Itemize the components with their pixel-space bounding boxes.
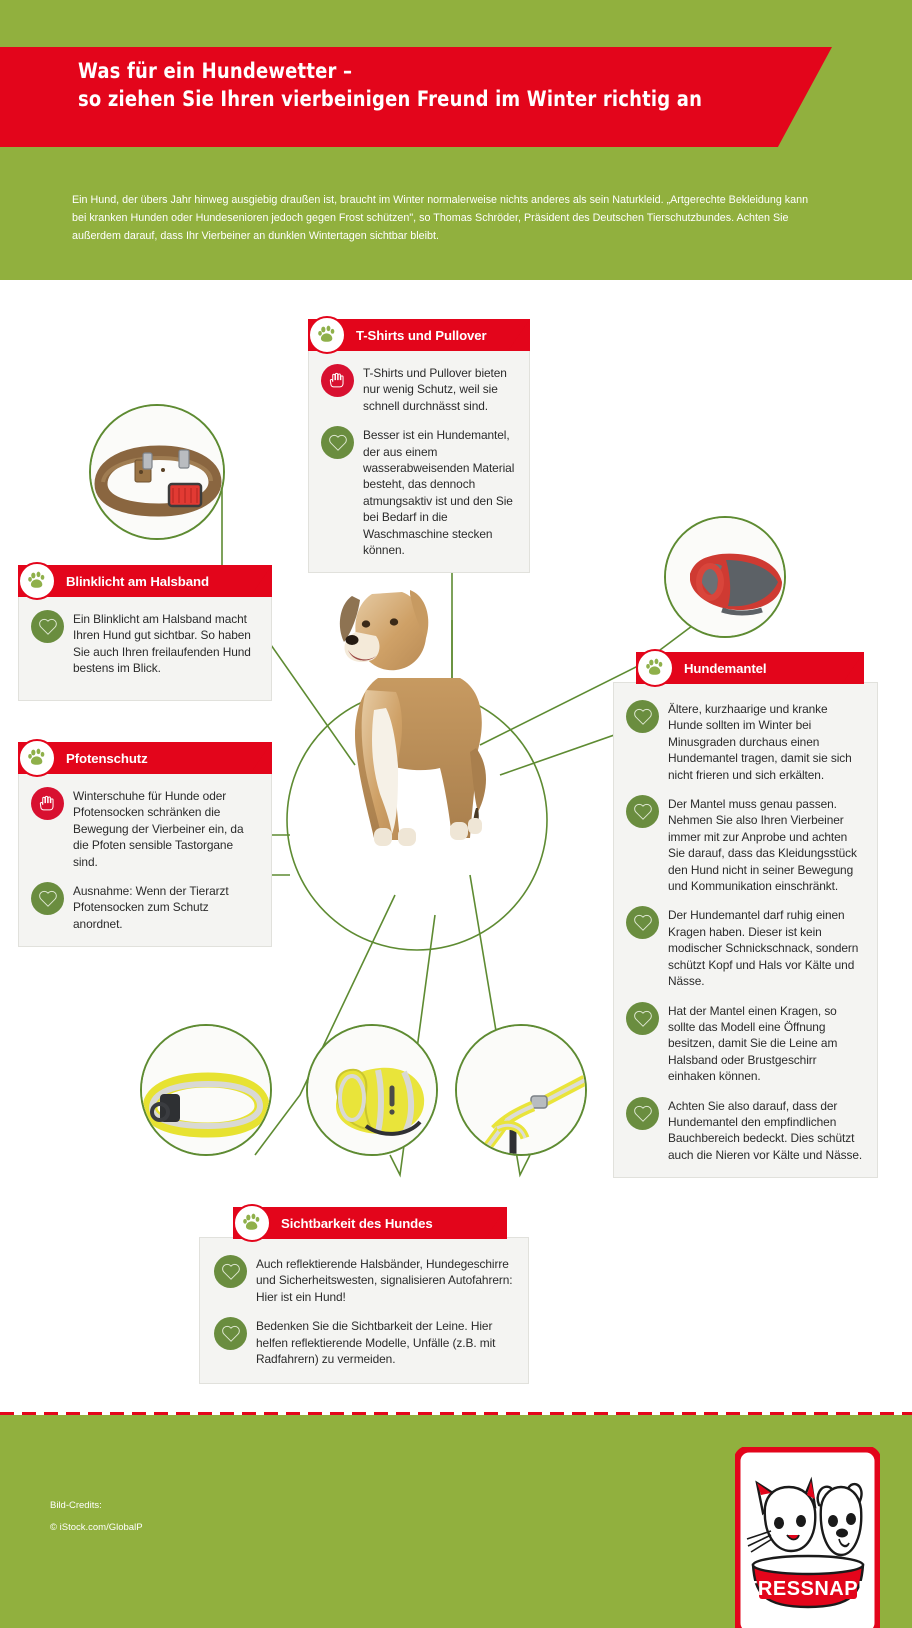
card-blinklicht-title: Blinklicht am Halsband <box>66 573 209 589</box>
bullet-item: Der Hundemantel darf ruhig einen Kragen … <box>626 906 865 989</box>
bullet-text: Winterschuhe für Hunde oder Pfotensocken… <box>73 789 244 869</box>
heart-icon <box>626 1096 659 1130</box>
bullet-item: Winterschuhe für Hunde oder Pfotensocken… <box>31 787 259 870</box>
heart-icon <box>626 700 659 733</box>
heart-icon <box>214 1317 247 1351</box>
card-hundemantel: Hundemantel Ältere, kurzhaarige und kran… <box>613 649 878 1179</box>
card-sichtbarkeit-header-bg <box>233 1207 507 1239</box>
bullet-text: Ein Blinklicht am Halsband macht Ihren H… <box>73 612 251 676</box>
bullet-text: Achten Sie also darauf, dass der Hundema… <box>668 1098 863 1162</box>
heart-icon <box>31 882 64 916</box>
footer-dashed-divider <box>0 1412 912 1415</box>
card-hundemantel-body: Ältere, kurzhaarige und kranke Hunde sol… <box>613 682 878 1179</box>
photo-safety-vest <box>306 1024 438 1156</box>
credits-label: Bild-Credits: <box>50 1500 102 1511</box>
heart-icon <box>214 1255 247 1288</box>
bullet-text: Besser ist ein Hundemantel, der aus eine… <box>363 428 515 558</box>
page-title-line-1: Was für ein Hundewetter – <box>78 59 353 84</box>
paw-icon <box>233 1204 271 1242</box>
bullet-item: T-Shirts und Pullover bieten nur wenig S… <box>321 364 517 414</box>
heart-icon <box>31 610 64 643</box>
card-tshirts: T-Shirts und Pullover T-Shirts und Pullo… <box>308 316 530 574</box>
card-tshirts-body: T-Shirts und Pullover bieten nur wenig S… <box>308 349 530 574</box>
title-ribbon <box>0 47 832 147</box>
bullet-text: Ausnahme: Wenn der Tierarzt Pfotensocken… <box>73 884 229 931</box>
card-hundemantel-title: Hundemantel <box>684 660 767 676</box>
credits-value: © iStock.com/GlobalP <box>50 1522 143 1533</box>
page-title-line-2: so ziehen Sie Ihren vierbeinigen Freund … <box>78 87 703 112</box>
paw-icon <box>636 649 674 687</box>
bullet-item: Bedenken Sie die Sichtbarkeit der Leine.… <box>214 1317 514 1367</box>
image-credits: Bild-Credits: © iStock.com/GlobalP <box>50 1495 350 1539</box>
bullet-text: Der Hundemantel darf ruhig einen Kragen … <box>668 908 859 989</box>
bullet-text: Auch reflektierende Halsbänder, Hundeges… <box>256 1257 513 1304</box>
photo-dog-coat <box>664 516 786 638</box>
bullet-item: Ausnahme: Wenn der Tierarzt Pfotensocken… <box>31 882 259 932</box>
paw-icon <box>308 316 346 354</box>
bullet-item: Ältere, kurzhaarige und kranke Hunde sol… <box>626 700 865 783</box>
logo-wordmark: FRESSNAPF <box>745 1578 871 1600</box>
bullet-text: Hat der Mantel einen Kragen, so sollte d… <box>668 1003 838 1084</box>
center-dog-photo <box>300 570 530 880</box>
card-pfotenschutz-header-bg <box>18 742 272 774</box>
card-blinklicht-header: Blinklicht am Halsband <box>18 562 272 600</box>
bullet-text: Ältere, kurzhaarige und kranke Hunde sol… <box>668 702 852 782</box>
bullet-item: Hat der Mantel einen Kragen, so sollte d… <box>626 1001 865 1085</box>
card-sichtbarkeit-body: Auch reflektierende Halsbänder, Hundeges… <box>199 1237 529 1385</box>
heart-icon <box>321 426 354 460</box>
card-tshirts-header: T-Shirts und Pullover <box>308 316 530 354</box>
card-pfotenschutz-body: Winterschuhe für Hunde oder Pfotensocken… <box>18 772 272 948</box>
fressnapf-logo[interactable]: FRESSNAPF <box>735 1447 880 1628</box>
paw-icon <box>18 739 56 777</box>
card-pfotenschutz-header: Pfotenschutz <box>18 739 272 777</box>
heart-icon <box>626 795 659 829</box>
photo-collar-with-light <box>89 404 225 540</box>
intro-paragraph: Ein Hund, der übers Jahr hinweg ausgiebi… <box>72 194 809 243</box>
stop-hand-icon <box>321 364 354 397</box>
heart-icon <box>626 1001 659 1035</box>
bullet-text: Bedenken Sie die Sichtbarkeit der Leine.… <box>256 1319 496 1367</box>
heart-icon <box>626 906 659 940</box>
card-blinklicht-body: Ein Blinklicht am Halsband macht Ihren H… <box>18 595 272 701</box>
bullet-item: Auch reflektierende Halsbänder, Hundeges… <box>214 1255 514 1305</box>
card-blinklicht-header-bg <box>18 565 272 597</box>
card-hundemantel-header-bg <box>636 652 864 684</box>
card-blinklicht: Blinklicht am Halsband Ein Blinklicht am… <box>18 562 272 701</box>
stop-hand-icon <box>31 787 64 820</box>
bullet-text: T-Shirts und Pullover bieten nur wenig S… <box>363 366 507 413</box>
bullet-item: Ein Blinklicht am Halsband macht Ihren H… <box>31 610 259 677</box>
bullet-item: Achten Sie also darauf, dass der Hundema… <box>626 1096 865 1164</box>
bullet-item: Der Mantel muss genau passen. Nehmen Sie… <box>626 795 865 894</box>
bullet-text: Der Mantel muss genau passen. Nehmen Sie… <box>668 797 857 894</box>
card-pfotenschutz-title: Pfotenschutz <box>66 750 148 766</box>
card-sichtbarkeit-title: Sichtbarkeit des Hundes <box>281 1215 433 1231</box>
photo-reflective-leash <box>455 1024 587 1156</box>
page-title: Was für ein Hundewetter – so ziehen Sie … <box>78 58 729 114</box>
card-sichtbarkeit: Sichtbarkeit des Hundes Auch reflektiere… <box>199 1204 529 1385</box>
bullet-item: Besser ist ein Hundemantel, der aus eine… <box>321 426 517 558</box>
card-hundemantel-header: Hundemantel <box>636 649 864 687</box>
card-pfotenschutz: Pfotenschutz Winterschuhe für Hunde oder… <box>18 739 272 948</box>
photo-reflective-collar <box>140 1024 272 1156</box>
card-tshirts-title: T-Shirts und Pullover <box>356 327 487 343</box>
card-sichtbarkeit-header: Sichtbarkeit des Hundes <box>233 1204 507 1242</box>
paw-icon <box>18 562 56 600</box>
